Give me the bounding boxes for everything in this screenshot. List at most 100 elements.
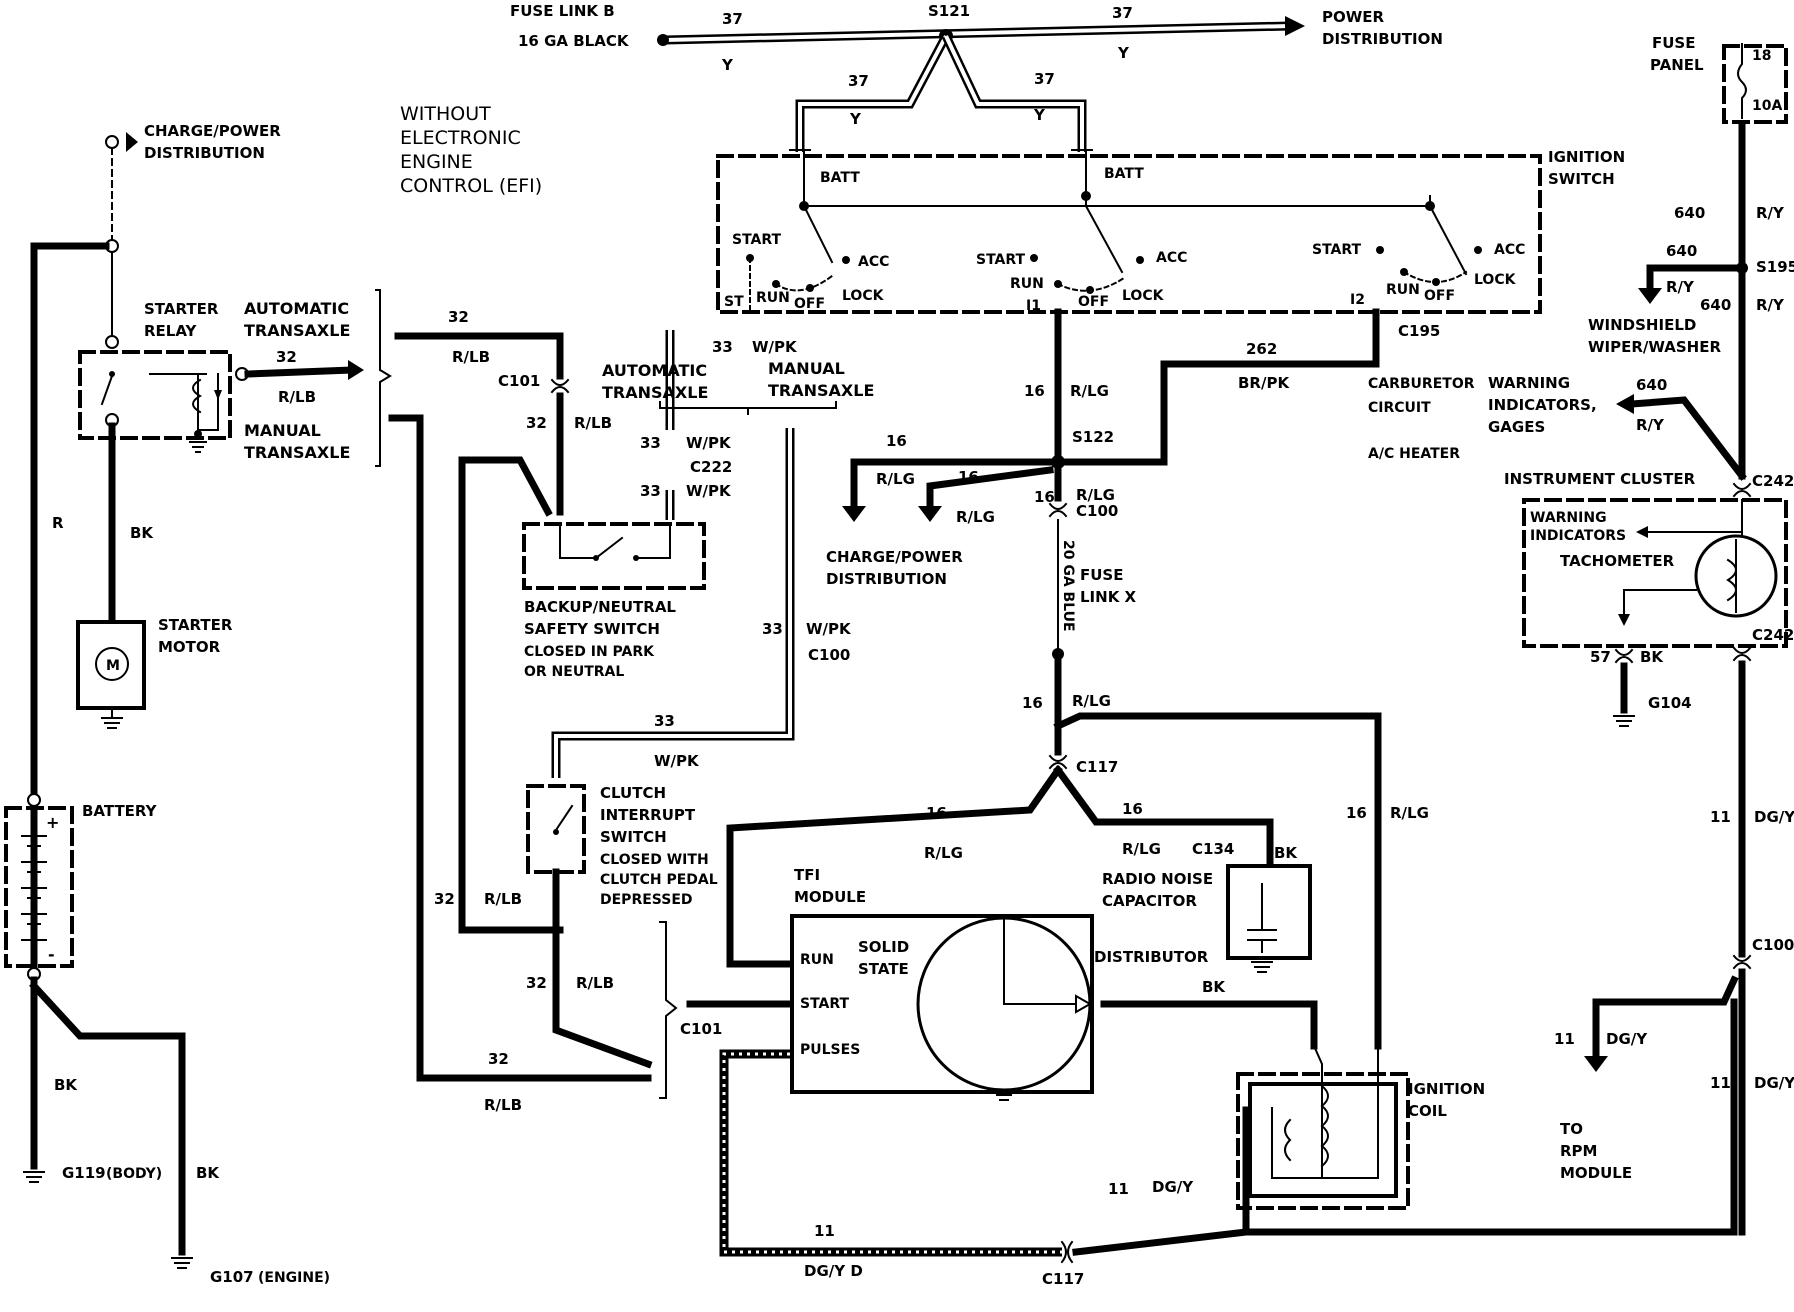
label-middle-w33: 33 [640,482,661,500]
label-left-auto-transaxle-2: TRANSAXLE [244,321,350,340]
label-center-w16: 16 [886,432,907,450]
label-middle-rlb: R/LB [484,890,522,908]
label-top-s121: S121 [928,2,970,20]
label-middle-backup-4: OR NEUTRAL [524,664,624,680]
label-middle-clutch-4: CLOSED WITH [600,852,709,868]
label-center-distributor: DISTRIBUTOR [1094,948,1209,966]
label-top-y: Y [1117,44,1130,62]
label-middle-w33: 33 [654,712,675,730]
power-arrow-icon [1285,16,1305,36]
label-right-to-rpm-3: MODULE [1560,1164,1632,1182]
label-right-fuse-panel-2: PANEL [1650,56,1704,74]
label-center-w16: 16 [1346,804,1367,822]
label-left-charge-power-1: CHARGE/POWER [144,122,281,140]
label-middle-w32: 32 [488,1050,509,1068]
label-middle-wpk: W/PK [686,434,732,452]
label-ignition-switch-off: OFF [794,296,825,312]
label-center-pulses: PULSES [800,1042,860,1058]
label-top-w37: 37 [848,72,869,90]
label-right-ry: R/Y [1756,204,1785,222]
label-top-w37: 37 [1034,70,1055,88]
label-center-radio-1: RADIO NOISE [1102,870,1213,888]
label-left-plus: + [46,813,59,832]
label-ignition-switch-start: START [976,252,1026,268]
label-center-w16: 16 [1034,488,1055,506]
label-center-w16: 16 [1122,800,1143,818]
wiper-arrow-icon [1638,288,1662,304]
label-middle-w32: 32 [434,890,455,908]
label-center-rlg: R/LG [1072,692,1111,710]
ground-g107-icon [171,1257,193,1269]
label-top-y: Y [849,110,862,128]
label-left-bk: BK [54,1076,78,1094]
label-center-s122: S122 [1072,428,1114,446]
label-left-minus: - [48,945,55,964]
label-right-tach: TACHOMETER [1560,552,1675,570]
label-center-charge-1: CHARGE/POWER [826,548,963,566]
label-right-wiper-2: WIPER/WASHER [1588,338,1721,356]
label-right-dgy: DG/Y [1754,808,1794,826]
label-center-c101: C101 [680,1020,722,1038]
label-left-auto-transaxle-1: AUTOMATIC [244,299,349,318]
label-top-power-dist-2: DISTRIBUTION [1322,30,1443,48]
label-left-g107: G107 [210,1268,254,1286]
label-left-body: (BODY) [106,1166,162,1182]
label-middle-w33: 33 [712,338,733,356]
label-center-rlg: R/LG [956,508,995,526]
label-middle-wpk: W/PK [806,620,852,638]
label-center-c117b: C117 [1042,1270,1084,1288]
label-center-c100: C100 [1076,502,1118,520]
label-ignition-switch-i2: I2 [1350,292,1365,308]
label-right-to-rpm-1: TO [1560,1120,1583,1138]
label-middle-rlb: R/LB [574,414,612,432]
label-left-manual-transaxle-2: TRANSAXLE [244,443,350,462]
label-right-warn-2: INDICATORS, [1488,396,1597,414]
diagram-title: WITHOUT ELECTRONIC ENGINE CONTROL (EFI) [400,103,542,197]
label-middle-rlb: R/LB [452,348,490,366]
label-left-bk: BK [196,1164,220,1182]
label-right-warn-ind-2: INDICATORS [1530,528,1626,544]
label-left-manual-transaxle-1: MANUAL [244,421,321,440]
ignition-switch: IGNITION SWITCH BATT BATT START ACC RUN … [716,148,1625,340]
label-center-c134: C134 [1192,840,1234,858]
label-center-rlg: R/LG [876,470,915,488]
label-ignition-switch-start: START [732,232,782,248]
label-top-ga-black: 16 GA BLACK [518,32,630,50]
label-center-brpk: BR/PK [1238,374,1290,392]
label-center-w16: 16 [1022,694,1043,712]
label-left-starter-motor-2: MOTOR [158,638,221,656]
label-left-r: R [52,514,64,532]
ground-icon [101,717,123,729]
label-title-block-line4: CONTROL (EFI) [400,175,542,197]
label-middle-clutch-1: CLUTCH [600,784,666,802]
label-right-cluster: INSTRUMENT CLUSTER [1504,470,1696,488]
label-ignition-switch-acc: ACC [858,254,889,270]
label-center-ac-heater: A/C HEATER [1368,446,1460,462]
label-ignition-switch-run: RUN [756,290,790,306]
label-ignition-switch-acc: ACC [1494,242,1525,258]
label-center-rlg: R/LG [1390,804,1429,822]
label-right-f18: 18 [1752,48,1771,64]
label-right-f10a: 10A [1752,98,1782,114]
label-middle-clutch-6: DEPRESSED [600,892,693,908]
label-right-w640: 640 [1674,204,1705,222]
ground-g119-icon [23,1171,45,1183]
label-center-tfi-1: TFI [794,866,820,884]
label-ignition-switch-lock: LOCK [1122,288,1165,304]
label-right-s195: S195 [1756,258,1794,276]
label-middle-c101: C101 [498,372,540,390]
charge-dist-arrow-icon [842,506,866,522]
label-center-tfi-2: MODULE [794,888,866,906]
label-top-w37: 37 [1112,4,1133,22]
label-right-ry: R/Y [1756,296,1785,314]
label-left-motor-m: M [106,658,120,674]
capacitor-ground-icon [1251,961,1273,973]
label-center-circuit: CIRCUIT [1368,400,1431,416]
label-right-g104: G104 [1648,694,1692,712]
label-right-warn-ind-1: WARNING [1530,510,1607,526]
label-center-dgy-d: DG/Y D [804,1262,863,1280]
label-ignition-switch-run: RUN [1386,282,1420,298]
label-right-warn-1: WARNING [1488,374,1570,392]
label-top-y: Y [721,56,734,74]
label-ignition-switch-off: OFF [1424,288,1455,304]
